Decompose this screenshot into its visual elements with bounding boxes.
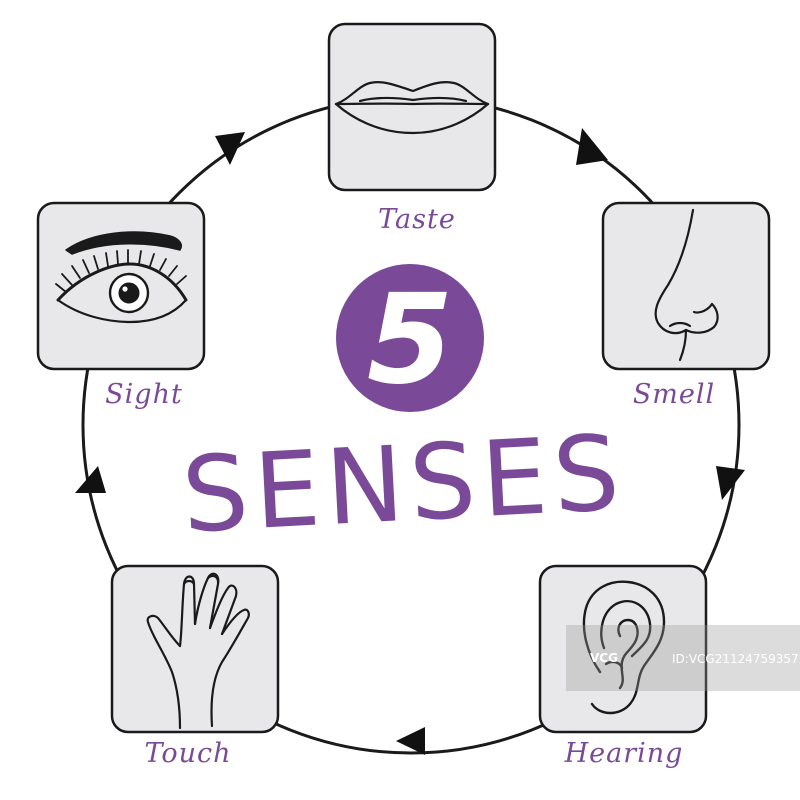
sense-label: Taste [378, 204, 456, 235]
sense-count: 5 [367, 268, 453, 412]
tile [110, 564, 280, 734]
sense-sight: Sight [36, 201, 206, 410]
cycle-arrow [716, 466, 745, 500]
cycle-arrow [215, 132, 245, 165]
watermark-band [566, 625, 800, 691]
cycle-arrow [75, 466, 106, 493]
sense-smell: Smell [601, 201, 771, 410]
sense-label: Smell [633, 379, 715, 410]
eye-icon [55, 231, 188, 324]
sense-label: Touch [144, 738, 231, 769]
sense-label: Hearing [564, 738, 684, 769]
ear-icon [582, 580, 666, 715]
sense-taste: Taste [327, 22, 497, 235]
tile [327, 22, 497, 192]
cycle-arrow [576, 128, 608, 165]
tile [538, 564, 708, 734]
watermark: VCG ID:VCG211247593572 [566, 625, 800, 691]
number-badge [336, 264, 484, 412]
watermark-code: ID:VCG211247593572 [672, 652, 800, 666]
lips-icon [334, 81, 490, 135]
nose-icon [654, 208, 719, 362]
sense-label: Sight [105, 379, 183, 410]
watermark-brand: VCG [590, 651, 618, 665]
center-title: 5 SENSES [179, 264, 628, 557]
sense-touch: Touch [110, 564, 280, 769]
tile [601, 201, 771, 371]
sense-hearing: VCG ID:VCG211247593572 Hearing [538, 564, 800, 769]
hand-icon [146, 572, 250, 730]
cycle-arrow [396, 727, 425, 755]
senses-word: SENSES [179, 411, 628, 556]
